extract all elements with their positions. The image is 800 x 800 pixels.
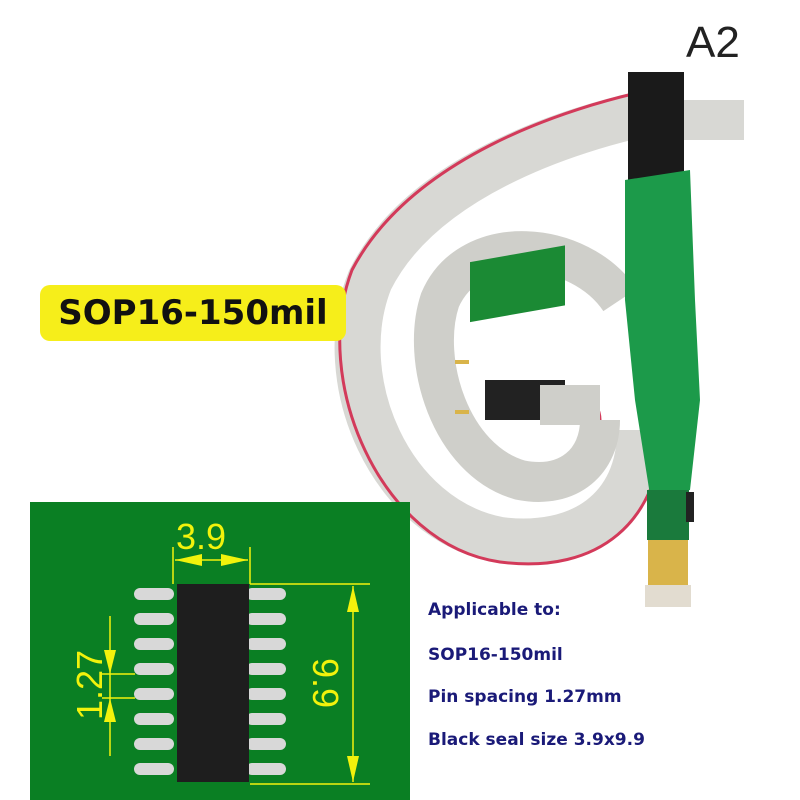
- pitch-dimension: 1.27: [69, 649, 111, 721]
- length-dimension: 9.9: [305, 657, 347, 709]
- idc-connector: [628, 72, 684, 182]
- spec-seal-size: Black seal size 3.9x9.9: [428, 730, 645, 750]
- width-dimension: 3.9: [176, 516, 227, 557]
- spec-pin-spacing: Pin spacing 1.27mm: [428, 687, 622, 707]
- clip-pins: [648, 540, 688, 585]
- ribbon-cable-outer: [334, 87, 665, 565]
- chip-diagram: 3.9 9.9 1.27: [30, 502, 410, 800]
- test-clip-body: [625, 170, 700, 495]
- sop16-chip-drawing: [102, 547, 370, 785]
- spec-heading: Applicable to:: [428, 600, 561, 620]
- adapter-board: [470, 245, 565, 323]
- spec-package: SOP16-150mil: [428, 645, 563, 665]
- model-label: A2: [686, 18, 740, 67]
- package-badge: SOP16-150mil: [40, 285, 346, 341]
- chip-body: [177, 584, 249, 782]
